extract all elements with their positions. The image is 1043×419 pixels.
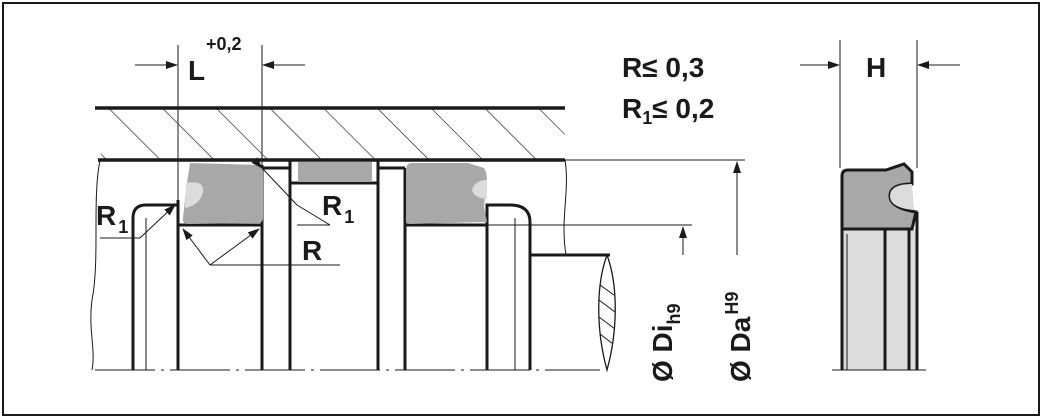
label-l-tolerance: +0,2	[206, 34, 242, 54]
label-h: H	[866, 52, 886, 83]
seal-left	[182, 163, 263, 224]
label-di: Ø Dih9	[647, 303, 684, 382]
label-da: Ø DaH9	[722, 292, 756, 382]
radius-leaders	[100, 157, 340, 266]
label-r-limit: R≤ 0,3	[622, 52, 704, 83]
seal-right	[405, 163, 487, 224]
label-l: L	[188, 55, 205, 86]
label-r: R	[302, 235, 322, 266]
dimension-di-da	[487, 161, 741, 255]
housing	[90, 106, 745, 371]
label-r1-limit: R1≤ 0,2	[622, 93, 714, 128]
guide-ring	[298, 162, 372, 182]
piston-body	[95, 160, 610, 371]
seal-section-view	[800, 40, 960, 371]
dimension-l	[135, 45, 305, 200]
shaft-break-icon	[598, 253, 616, 373]
